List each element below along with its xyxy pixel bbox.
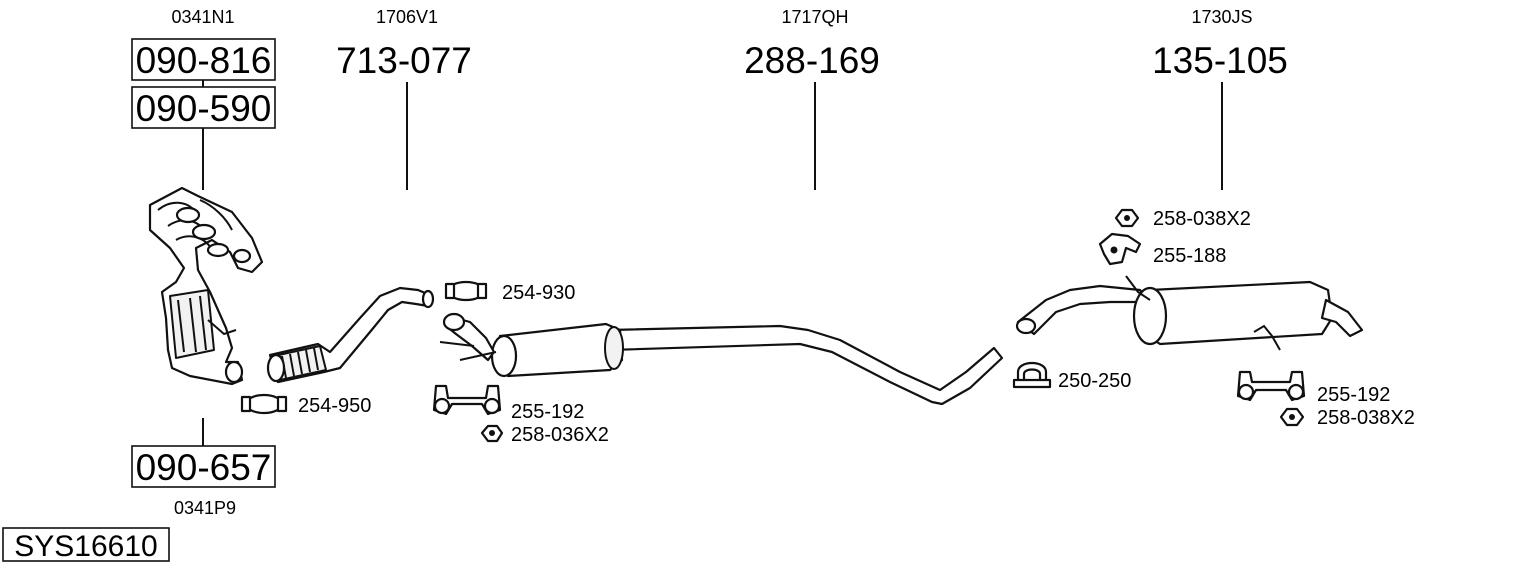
centre-muffler-pipe-drawing[interactable] [439, 312, 1004, 406]
small-part-label-250-250[interactable]: 250-250 [1058, 370, 1131, 392]
hanger-icon [1098, 232, 1142, 266]
nut-icon [1279, 407, 1305, 427]
part-number-135-105[interactable]: 135-105 [1152, 40, 1288, 81]
manifold-catalyst-drawing[interactable] [148, 186, 264, 386]
small-part-label-258-038X2[interactable]: 258-038X2 [1153, 208, 1251, 230]
part-number-288-169[interactable]: 288-169 [744, 40, 880, 81]
small-part-label-255-192-rear[interactable]: 255-192 [1317, 384, 1390, 406]
front-pipe-drawing[interactable] [266, 286, 435, 384]
system-code-box [2, 527, 170, 562]
small-part-label-258-038X2-rear[interactable]: 258-038X2 [1317, 407, 1415, 429]
small-part-label-254-950[interactable]: 254-950 [298, 395, 371, 417]
hanger-bracket-icon [432, 384, 502, 416]
part-number-090-816[interactable]: 090-816 [136, 40, 272, 81]
part-number-090-590[interactable]: 090-590 [136, 88, 272, 129]
u-clamp-icon [1012, 361, 1052, 389]
ref-code-0341P9: 0341P9 [174, 498, 236, 518]
ref-code-1730JS: 1730JS [1191, 7, 1252, 27]
hanger-bracket-icon [1236, 370, 1306, 402]
clamp-icon [240, 393, 288, 415]
small-part-label-254-930[interactable]: 254-930 [502, 282, 575, 304]
small-part-label-255-192[interactable]: 255-192 [511, 401, 584, 423]
part-number-090-657[interactable]: 090-657 [136, 447, 272, 488]
system-code: SYS16610 [14, 530, 157, 563]
part-box-090-657 [131, 445, 276, 488]
nut-icon [480, 424, 504, 443]
part-box-090-590 [131, 86, 276, 129]
ref-code-1717QH: 1717QH [781, 7, 848, 27]
rear-silencer-drawing[interactable] [1015, 275, 1364, 351]
ref-code-0341N1: 0341N1 [171, 7, 234, 27]
clamp-icon [444, 280, 488, 302]
nut-icon [1114, 208, 1140, 228]
ref-code-1706V1: 1706V1 [376, 7, 438, 27]
part-number-713-077[interactable]: 713-077 [336, 40, 472, 81]
part-box-090-816 [131, 38, 276, 81]
small-part-label-255-188[interactable]: 255-188 [1153, 245, 1226, 267]
small-part-label-258-036X2[interactable]: 258-036X2 [511, 424, 609, 446]
